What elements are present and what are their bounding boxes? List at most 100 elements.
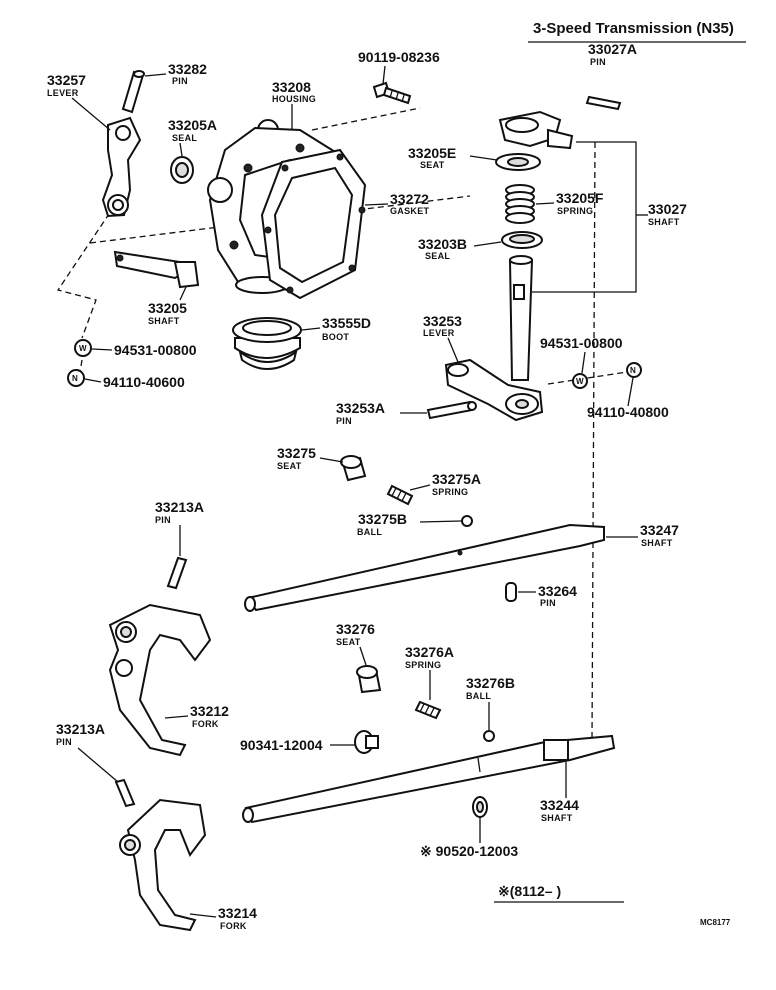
svg-text:33205E: 33205E [408,145,456,161]
diagram-header: 3-Speed Transmission (N35) [528,20,746,43]
label-33244: 33244 SHAFT [540,762,579,823]
label-33272: 33272 GASKET [364,191,430,216]
nut-94110-right-drawing: N [626,362,642,378]
gasket-33272-drawing [260,148,367,300]
diagram-title: 3-Speed Transmission (N35) [533,20,734,37]
label-90119: 90119-08236 [358,49,440,85]
label-33555d: 33555D BOOT [301,315,371,342]
label-33253: 33253 LEVER [423,313,462,363]
label-90520: ※ 90520-12003 [420,818,518,859]
label-94110-left: 94110-40600 [84,374,185,390]
svg-text:SEAL: SEAL [425,251,450,261]
svg-text:33257: 33257 [47,72,86,88]
svg-text:33214: 33214 [218,905,257,921]
svg-text:94110-40800: 94110-40800 [587,404,669,420]
fork-33214-drawing [119,798,207,932]
shaft-33027-head-drawing [498,110,574,150]
svg-text:PIN: PIN [336,416,352,426]
svg-text:SHAFT: SHAFT [641,538,673,548]
svg-text:33276B: 33276B [466,675,515,691]
svg-text:33275A: 33275A [432,471,481,487]
svg-text:SHAFT: SHAFT [648,217,680,227]
pin-33213a-upper-drawing [166,556,188,590]
shaft-33205-drawing [113,250,200,289]
label-94110-right: 94110-40800 [587,377,669,420]
guide-lever-to-washer [56,204,116,339]
label-94531-left: 94531-00800 [91,342,197,358]
svg-text:FORK: FORK [220,921,247,931]
shaft-33027-body-drawing [508,255,534,381]
shaft-33247-drawing [244,523,605,612]
svg-text:SPRING: SPRING [432,487,468,497]
svg-text:SEAL: SEAL [172,133,197,143]
bolt-90119-drawing [372,81,412,105]
svg-text:GASKET: GASKET [390,206,430,216]
label-94531-right: 94531-00800 [540,335,623,374]
ball-33275b-drawing [461,515,473,527]
svg-text:SPRING: SPRING [405,660,441,670]
footnote-text: ※(8112– ) [498,883,561,899]
svg-text:33212: 33212 [190,703,229,719]
label-33205e: 33205E SEAT [408,145,498,170]
svg-text:33276: 33276 [336,621,375,637]
spring-33276a-drawing [414,700,442,720]
svg-text:SHAFT: SHAFT [148,316,180,326]
svg-text:SEAT: SEAT [277,461,302,471]
seat-33205e-drawing [495,153,541,171]
svg-text:90119-08236: 90119-08236 [358,49,440,65]
label-33205a: 33205A SEAL [168,117,217,157]
washer-94531-right-drawing: W [572,373,588,389]
label-33203b: 33203B SEAL [418,236,502,261]
svg-text:BOOT: BOOT [322,332,349,342]
label-33027: 33027 SHAFT [532,141,687,293]
washer-marker: W [79,344,87,353]
label-33276a: 33276A SPRING [405,644,454,700]
label-33264: 33264 PIN [518,583,577,608]
svg-text:33213A: 33213A [56,721,105,737]
label-33247: 33247 SHAFT [606,522,679,548]
label-33276b: 33276B BALL [466,675,515,730]
label-33213a-upper: 33213A PIN [155,499,204,556]
guide-shaft-to-lower-shaft [591,141,596,741]
spring-33205f-drawing [505,184,535,224]
footnote: ※(8112– ) [494,883,624,903]
svg-text:SPRING: SPRING [557,206,593,216]
svg-text:94531-00800: 94531-00800 [114,342,197,358]
nut-94110-left-drawing: N [67,369,85,387]
label-33257: 33257 LEVER [47,72,111,131]
plug-90341-drawing [354,730,379,754]
svg-text:33213A: 33213A [155,499,204,515]
label-33205: 33205 SHAFT [148,286,187,326]
seal-33203b-drawing [501,231,543,249]
svg-text:33253A: 33253A [336,400,385,416]
lever-33253-drawing [444,358,544,422]
svg-text:33264: 33264 [538,583,577,599]
label-33253a: 33253A PIN [336,400,427,426]
svg-text:33275: 33275 [277,445,316,461]
guide-lever-to-nut [547,371,628,385]
seal-33205a-drawing [170,156,194,184]
pin-33282-drawing [121,70,145,114]
svg-text:94110-40600: 94110-40600 [103,374,185,390]
svg-text:33205F: 33205F [556,190,604,206]
seat-33276-drawing [356,665,382,694]
boot-33555d-drawing [232,317,302,370]
svg-text:33203B: 33203B [418,236,467,252]
svg-text:BALL: BALL [357,527,382,537]
svg-text:33027: 33027 [648,201,687,217]
washer-94531-left-drawing: W [74,339,92,357]
label-33213a-lower: 33213A PIN [56,721,119,783]
svg-text:LEVER: LEVER [47,88,79,98]
svg-text:94531-00800: 94531-00800 [540,335,623,351]
svg-text:33208: 33208 [272,79,311,95]
seat-33275-drawing [340,455,367,482]
pin-33253a-drawing [426,400,477,420]
svg-text:33282: 33282 [168,61,207,77]
drawing-code: MC8177 [700,918,731,927]
label-33212: 33212 FORK [164,703,229,729]
svg-text:90341-12004: 90341-12004 [240,737,323,753]
svg-text:PIN: PIN [155,515,171,525]
svg-text:33244: 33244 [540,797,579,813]
svg-text:33276A: 33276A [405,644,454,660]
